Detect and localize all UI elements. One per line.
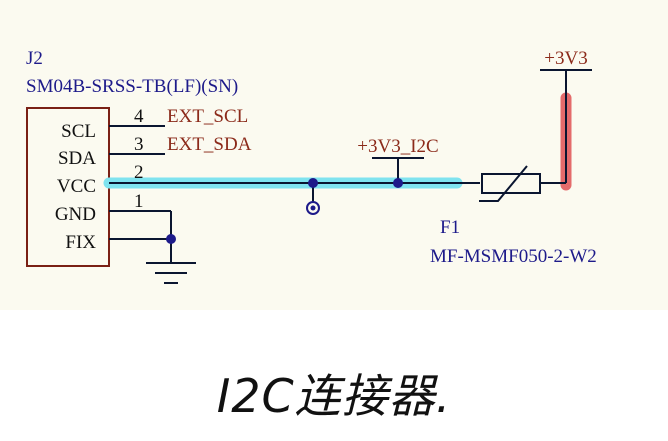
pin-name-fix: FIX (65, 232, 96, 253)
pin-name-scl: SCL (61, 121, 96, 142)
pin-name-gnd: GND (55, 204, 96, 225)
figure-caption: I2C连接器. (216, 369, 452, 423)
junction-test-point (308, 178, 318, 188)
fuse-body (481, 173, 541, 194)
net-label-ext-sda: EXT_SDA (167, 134, 252, 155)
net-label-ext-scl: EXT_SCL (167, 106, 248, 127)
fuse-ptc-slash (479, 165, 528, 202)
test-point-ring (306, 201, 320, 215)
connector-part-number: SM04B-SRSS-TB(LF)(SN) (26, 76, 238, 97)
fuse-part-number: MF-MSMF050-2-W2 (430, 246, 597, 267)
pin-number-3: 3 (134, 134, 144, 155)
junction-i2c-power (393, 178, 403, 188)
pin-name-vcc: VCC (57, 176, 96, 197)
test-point-center (310, 205, 316, 211)
pin-number-1: 1 (134, 191, 144, 212)
connector-designator: J2 (26, 48, 43, 69)
net-label-3v3-i2c: +3V3_I2C (357, 136, 438, 157)
junction-fix (166, 234, 176, 244)
pin-number-2: 2 (134, 162, 144, 183)
schematic-canvas: J2 SM04B-SRSS-TB(LF)(SN) SCL SDA VCC GND… (0, 0, 668, 310)
schematic-drawing: J2 SM04B-SRSS-TB(LF)(SN) SCL SDA VCC GND… (26, 48, 597, 284)
pin-number-4: 4 (134, 106, 144, 127)
connector-body (26, 107, 110, 267)
net-label-3v3: +3V3 (544, 48, 587, 69)
ground-symbol (146, 262, 196, 284)
pin-name-sda: SDA (58, 148, 96, 169)
fuse-designator: F1 (440, 217, 460, 238)
